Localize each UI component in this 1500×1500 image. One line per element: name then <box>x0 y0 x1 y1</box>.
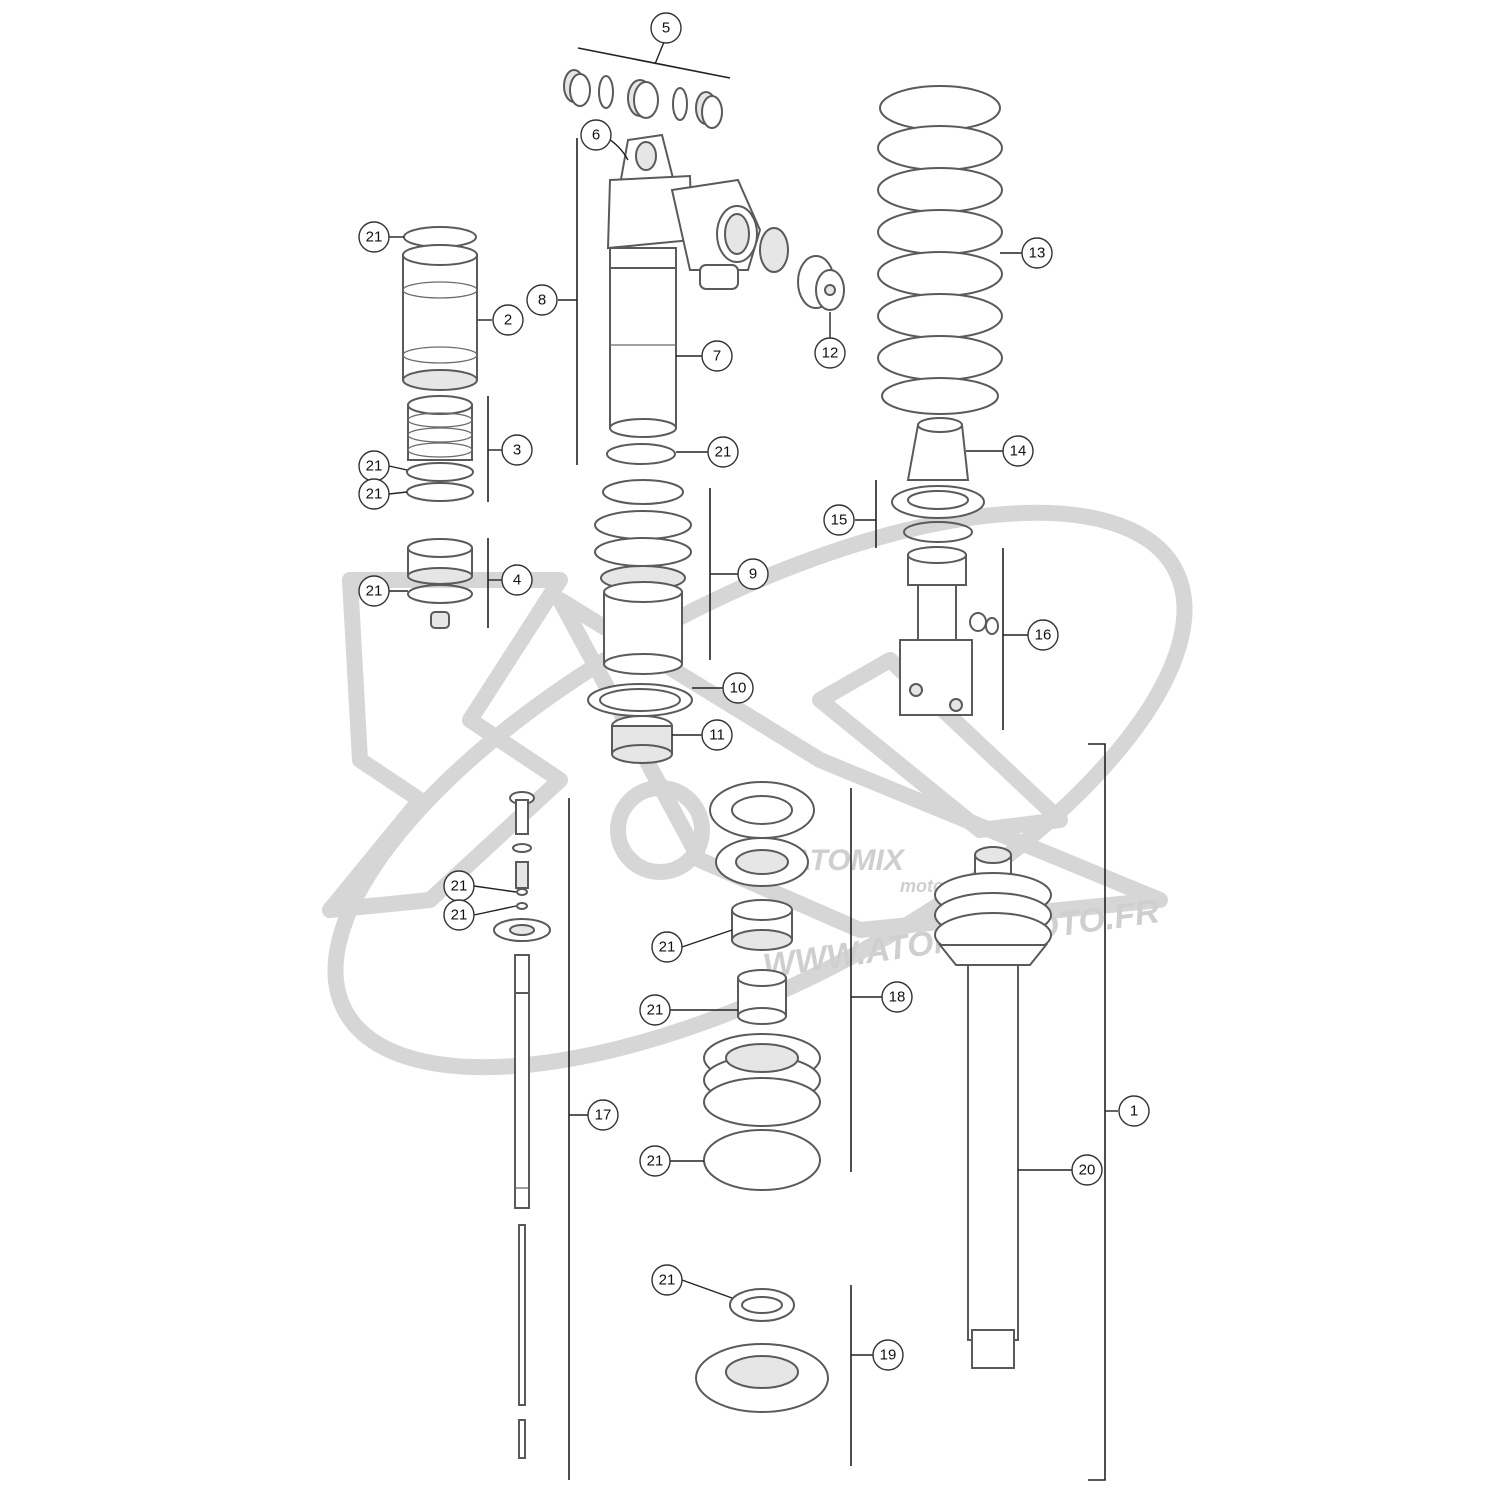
callout-1: 1 <box>1118 1095 1150 1127</box>
callout-13: 13 <box>1021 237 1053 269</box>
callout-20: 20 <box>1071 1154 1103 1186</box>
callout-4: 4 <box>501 564 533 596</box>
svg-text:21: 21 <box>647 1153 664 1170</box>
callout-9: 9 <box>737 558 769 590</box>
part-shaft-assembly <box>493 791 551 1459</box>
svg-text:21: 21 <box>659 1272 676 1289</box>
svg-text:21: 21 <box>659 939 676 956</box>
callout-5: 5 <box>650 12 682 44</box>
callout-21-bushing: 21 <box>639 994 671 1026</box>
svg-text:8: 8 <box>538 292 546 309</box>
callout-21-piston-ring: 21 <box>358 450 390 482</box>
callout-8: 8 <box>526 284 558 316</box>
svg-text:7: 7 <box>713 348 721 365</box>
part-gas-reservoir-body <box>402 226 478 391</box>
part-reservoir-piston <box>406 395 474 502</box>
svg-text:21: 21 <box>451 878 468 895</box>
callout-3: 3 <box>501 434 533 466</box>
callout-10: 10 <box>722 672 754 704</box>
svg-text:12: 12 <box>822 345 839 362</box>
svg-text:4: 4 <box>513 572 521 589</box>
svg-text:16: 16 <box>1035 627 1052 644</box>
callout-21-bottom-seal: 21 <box>651 1264 683 1296</box>
svg-text:15: 15 <box>831 512 848 529</box>
svg-text:21: 21 <box>715 444 732 461</box>
svg-text:14: 14 <box>1010 443 1027 460</box>
svg-text:18: 18 <box>889 989 906 1006</box>
svg-text:5: 5 <box>662 20 670 37</box>
svg-text:9: 9 <box>749 566 757 583</box>
part-top-out-nut <box>611 715 673 764</box>
callout-12: 12 <box>814 337 846 369</box>
callout-21-body-oring: 21 <box>707 436 739 468</box>
callout-17: 17 <box>587 1099 619 1131</box>
part-coil-spring <box>877 85 1003 415</box>
callout-21-shaft-lower: 21 <box>443 899 475 931</box>
callout-21-cap-oring: 21 <box>358 575 390 607</box>
callout-14: 14 <box>1002 435 1034 467</box>
callout-7: 7 <box>701 340 733 372</box>
leader-lines <box>388 41 1118 1481</box>
part-bump-stop <box>906 417 970 481</box>
callout-16: 16 <box>1027 619 1059 651</box>
part-preload-adjuster <box>759 227 845 311</box>
part-clevis <box>899 546 999 716</box>
part-reservoir-cap <box>407 538 473 629</box>
svg-text:17: 17 <box>595 1107 612 1124</box>
callout-21-reservoir-top: 21 <box>358 221 390 253</box>
callout-2: 2 <box>492 304 524 336</box>
svg-text:21: 21 <box>451 907 468 924</box>
svg-text:13: 13 <box>1029 245 1046 262</box>
svg-text:21: 21 <box>366 486 383 503</box>
svg-text:21: 21 <box>366 229 383 246</box>
callout-18: 18 <box>881 981 913 1013</box>
part-damper-body <box>606 133 762 465</box>
callout-11: 11 <box>701 719 733 751</box>
svg-text:1: 1 <box>1130 1103 1138 1120</box>
part-seal-head-assembly <box>703 781 821 1191</box>
watermark-sub: moto <box>900 876 944 896</box>
svg-text:20: 20 <box>1079 1162 1096 1179</box>
callout-21-piston-oring: 21 <box>358 478 390 510</box>
part-damper-rod <box>934 846 1052 1369</box>
svg-text:3: 3 <box>513 442 521 459</box>
callout-19: 19 <box>872 1339 904 1371</box>
part-spring-adjuster-nut <box>594 479 692 675</box>
callouts: 1 2 3 4 5 6 7 8 9 10 11 12 13 14 15 16 1… <box>358 12 1150 1371</box>
part-bottom-cap <box>695 1288 829 1413</box>
callout-21-head-oring: 21 <box>639 1145 671 1177</box>
svg-text:10: 10 <box>730 680 747 697</box>
svg-text:21: 21 <box>366 583 383 600</box>
svg-text:21: 21 <box>366 458 383 475</box>
svg-text:6: 6 <box>592 127 600 144</box>
svg-text:19: 19 <box>880 1347 897 1364</box>
part-eyelet-bush-set <box>563 47 731 129</box>
svg-text:2: 2 <box>504 312 512 329</box>
part-spring-seat <box>891 485 985 543</box>
part-washer <box>587 683 693 717</box>
callout-6: 6 <box>580 119 612 151</box>
callout-15: 15 <box>823 504 855 536</box>
svg-text:11: 11 <box>709 727 725 744</box>
svg-text:21: 21 <box>647 1002 664 1019</box>
callout-21-shaft-upper: 21 <box>443 870 475 902</box>
callout-21-seal: 21 <box>651 931 683 963</box>
